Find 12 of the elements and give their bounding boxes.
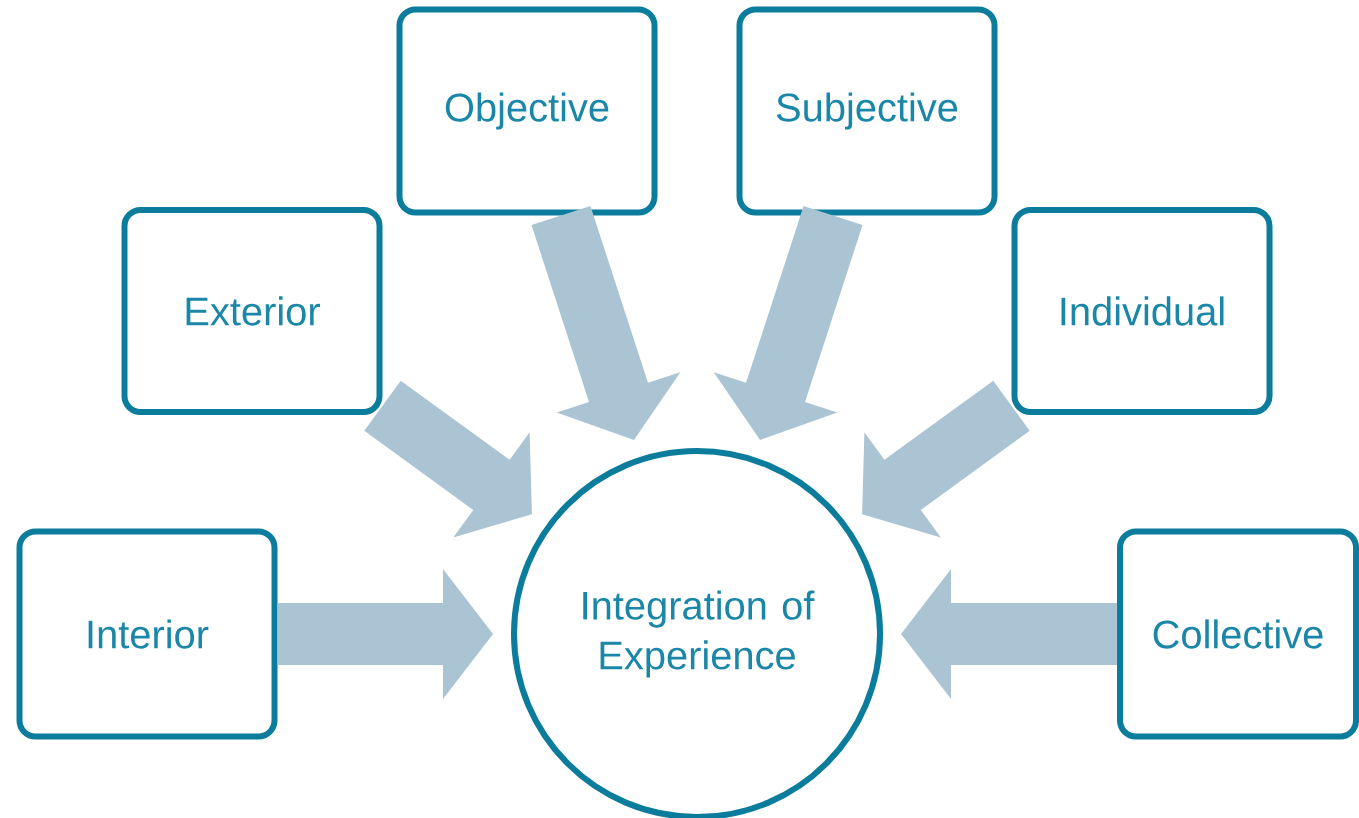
label-box: Exterior bbox=[121, 207, 383, 415]
label-box: Objective bbox=[396, 6, 658, 216]
arrow bbox=[901, 569, 1117, 699]
arrow bbox=[713, 205, 863, 440]
label-box: Interior bbox=[16, 528, 278, 740]
arrow bbox=[364, 380, 532, 538]
label-box: Subjective bbox=[736, 6, 998, 216]
arrow bbox=[277, 569, 493, 699]
arrow bbox=[862, 380, 1030, 538]
label-box: Collective bbox=[1117, 528, 1359, 740]
label-box: Individual bbox=[1011, 207, 1273, 415]
arrow bbox=[531, 205, 681, 440]
